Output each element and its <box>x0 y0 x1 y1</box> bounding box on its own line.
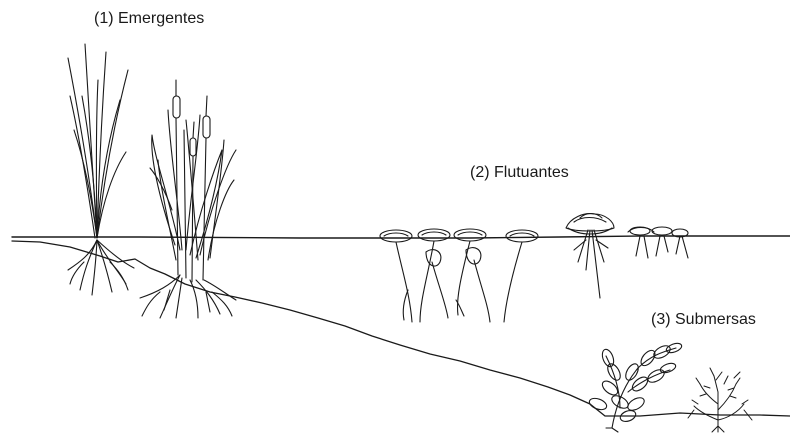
submerged-leafy-plant-icon <box>588 342 683 432</box>
floating-rosette-plant-icon <box>628 227 688 258</box>
floating-rosette-plant-icon <box>566 214 614 299</box>
label-emergentes: (1) Emergentes <box>94 10 204 28</box>
water-lily-plant-icon <box>380 229 538 322</box>
rush-plant-icon <box>68 44 134 295</box>
label-flutuantes: (2) Flutuantes <box>470 164 569 182</box>
water-surface-line <box>12 236 790 238</box>
submerged-branched-plant-icon <box>688 368 752 432</box>
label-submersas: (3) Submersas <box>651 311 756 329</box>
cattail-plant-icon <box>140 80 236 318</box>
